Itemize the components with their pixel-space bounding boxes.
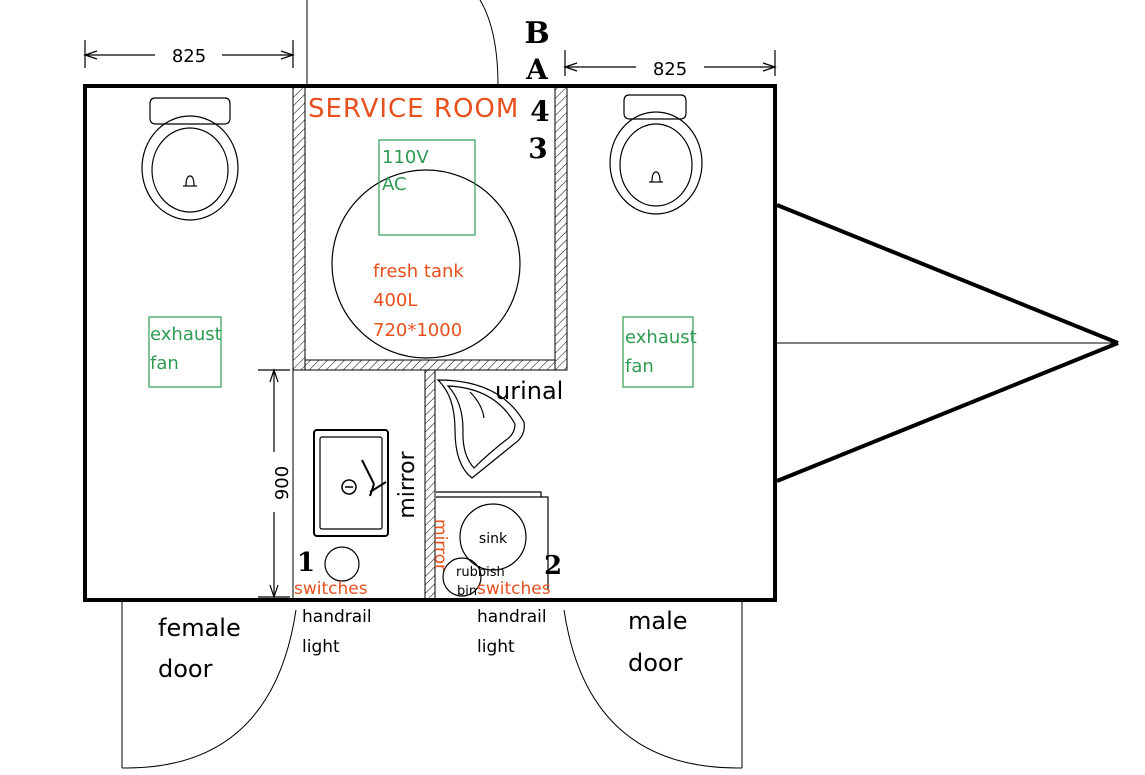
female-door-label: female — [158, 614, 241, 642]
trailer-tongue — [776, 203, 1119, 483]
fresh-tank-capacity: 400L — [373, 290, 417, 311]
female-door-sub: door — [158, 655, 213, 683]
marker-b: B — [524, 16, 549, 51]
rubbish-bin-circle — [442, 557, 482, 597]
male-door-swing — [563, 600, 743, 769]
sink-label: sink — [479, 531, 508, 547]
male-door-sub: door — [628, 649, 683, 677]
left-handrail-label: handrail — [302, 607, 372, 627]
dimension-top-left-label: 825 — [172, 46, 206, 67]
dimension-top-right — [563, 50, 777, 76]
ac-unit-voltage: 110V — [382, 147, 429, 168]
wash-basin — [313, 429, 389, 537]
switches-right-label: switches — [477, 579, 551, 599]
left-toilet — [141, 97, 239, 221]
female-door-swing — [121, 600, 297, 769]
marker-1: 1 — [297, 548, 315, 578]
marker-2: 2 — [544, 551, 562, 581]
left-exhaust-fan-box — [148, 316, 222, 388]
right-light-label: light — [477, 637, 515, 657]
urinal-label: urinal — [495, 377, 563, 405]
left-light-label: light — [302, 637, 340, 657]
ac-unit-box — [378, 139, 476, 236]
left-exhaust-fan-label: exhaust — [150, 324, 222, 345]
service-door-swing — [306, 0, 499, 87]
dimension-top-right-label: 825 — [653, 59, 687, 80]
fresh-tank-size: 720*1000 — [373, 320, 462, 341]
mirror-left-label: mirror — [395, 450, 420, 518]
right-toilet — [609, 94, 703, 215]
marker-a: A — [525, 53, 549, 86]
switches-left-label: switches — [294, 579, 368, 599]
left-exhaust-fan-sub: fan — [150, 353, 179, 374]
rubbish-bin-label: rubbish — [456, 565, 505, 580]
right-exhaust-fan-label: exhaust — [625, 327, 697, 348]
ac-unit-label: AC — [382, 174, 407, 195]
sink-counter — [436, 491, 549, 590]
right-exhaust-fan-sub: fan — [625, 356, 654, 377]
male-door-label: male — [628, 607, 688, 635]
dimension-wash-height-label: 900 — [272, 466, 293, 500]
switch-1-circle — [324, 546, 360, 582]
dimension-top-left — [83, 40, 295, 68]
service-room-label: SERVICE ROOM — [308, 94, 519, 124]
right-exhaust-fan-box — [622, 316, 694, 388]
urinal-fixture — [436, 379, 525, 479]
trailer-outer-wall — [83, 84, 777, 602]
fresh-tank-outline — [331, 169, 521, 359]
mirror-right-label: mirror — [430, 519, 450, 571]
marker-3: 3 — [528, 132, 547, 165]
right-handrail-label: handrail — [477, 607, 547, 627]
dimension-wash-height — [258, 368, 290, 599]
marker-4: 4 — [530, 95, 549, 128]
rubbish-bin-sub: bin — [457, 584, 477, 599]
fresh-tank-label: fresh tank — [373, 261, 464, 282]
